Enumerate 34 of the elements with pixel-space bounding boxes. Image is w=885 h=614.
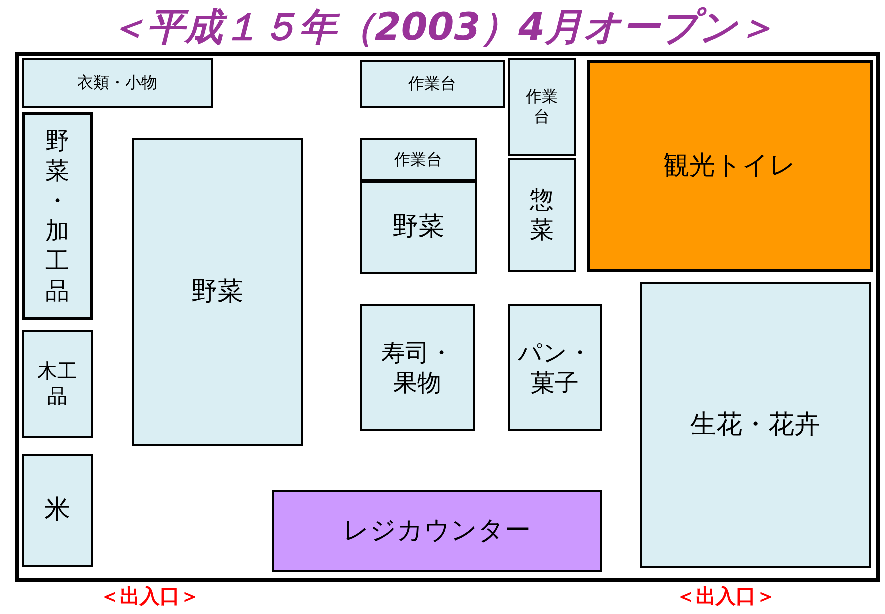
workbench xyxy=(360,138,477,181)
sales-area xyxy=(22,58,213,108)
restroom-area xyxy=(587,60,873,272)
entrance-label: ＜出入口＞ xyxy=(676,583,776,610)
area-label: 米 xyxy=(44,494,70,527)
area-label: 野菜 xyxy=(192,276,244,308)
sales-area xyxy=(640,282,871,568)
sales-area xyxy=(22,454,93,567)
sales-area xyxy=(132,138,303,446)
area-label: 作業台 xyxy=(408,74,456,94)
area-label: 惣菜 xyxy=(529,185,555,245)
workbench xyxy=(360,60,505,108)
area-label: 作業台 xyxy=(394,150,442,170)
workbench xyxy=(508,58,576,156)
area-label: 野菜 xyxy=(392,211,444,244)
sales-area xyxy=(22,112,93,320)
sales-area xyxy=(22,330,93,438)
area-label: 生花・花卉 xyxy=(690,408,820,442)
area-label: 野菜・加工品 xyxy=(44,126,70,306)
area-label: パン・菓子 xyxy=(517,338,593,398)
area-label: 木工品 xyxy=(36,359,78,409)
title: ＜平成１５年（2003）4月オープン＞ xyxy=(108,4,778,51)
sales-area xyxy=(360,304,475,431)
building-outline xyxy=(15,52,880,582)
checkout-counter xyxy=(272,490,602,572)
area-label: レジカウンター xyxy=(343,514,531,548)
area-label: 観光トイレ xyxy=(664,150,796,182)
sales-area xyxy=(508,158,576,272)
sales-area xyxy=(360,181,477,274)
entrance-label: ＜出入口＞ xyxy=(100,583,200,610)
area-label: 寿司・果物 xyxy=(380,338,454,398)
sales-area xyxy=(508,304,602,431)
area-label: 衣類・小物 xyxy=(78,73,158,93)
area-label: 作業台 xyxy=(525,87,559,127)
